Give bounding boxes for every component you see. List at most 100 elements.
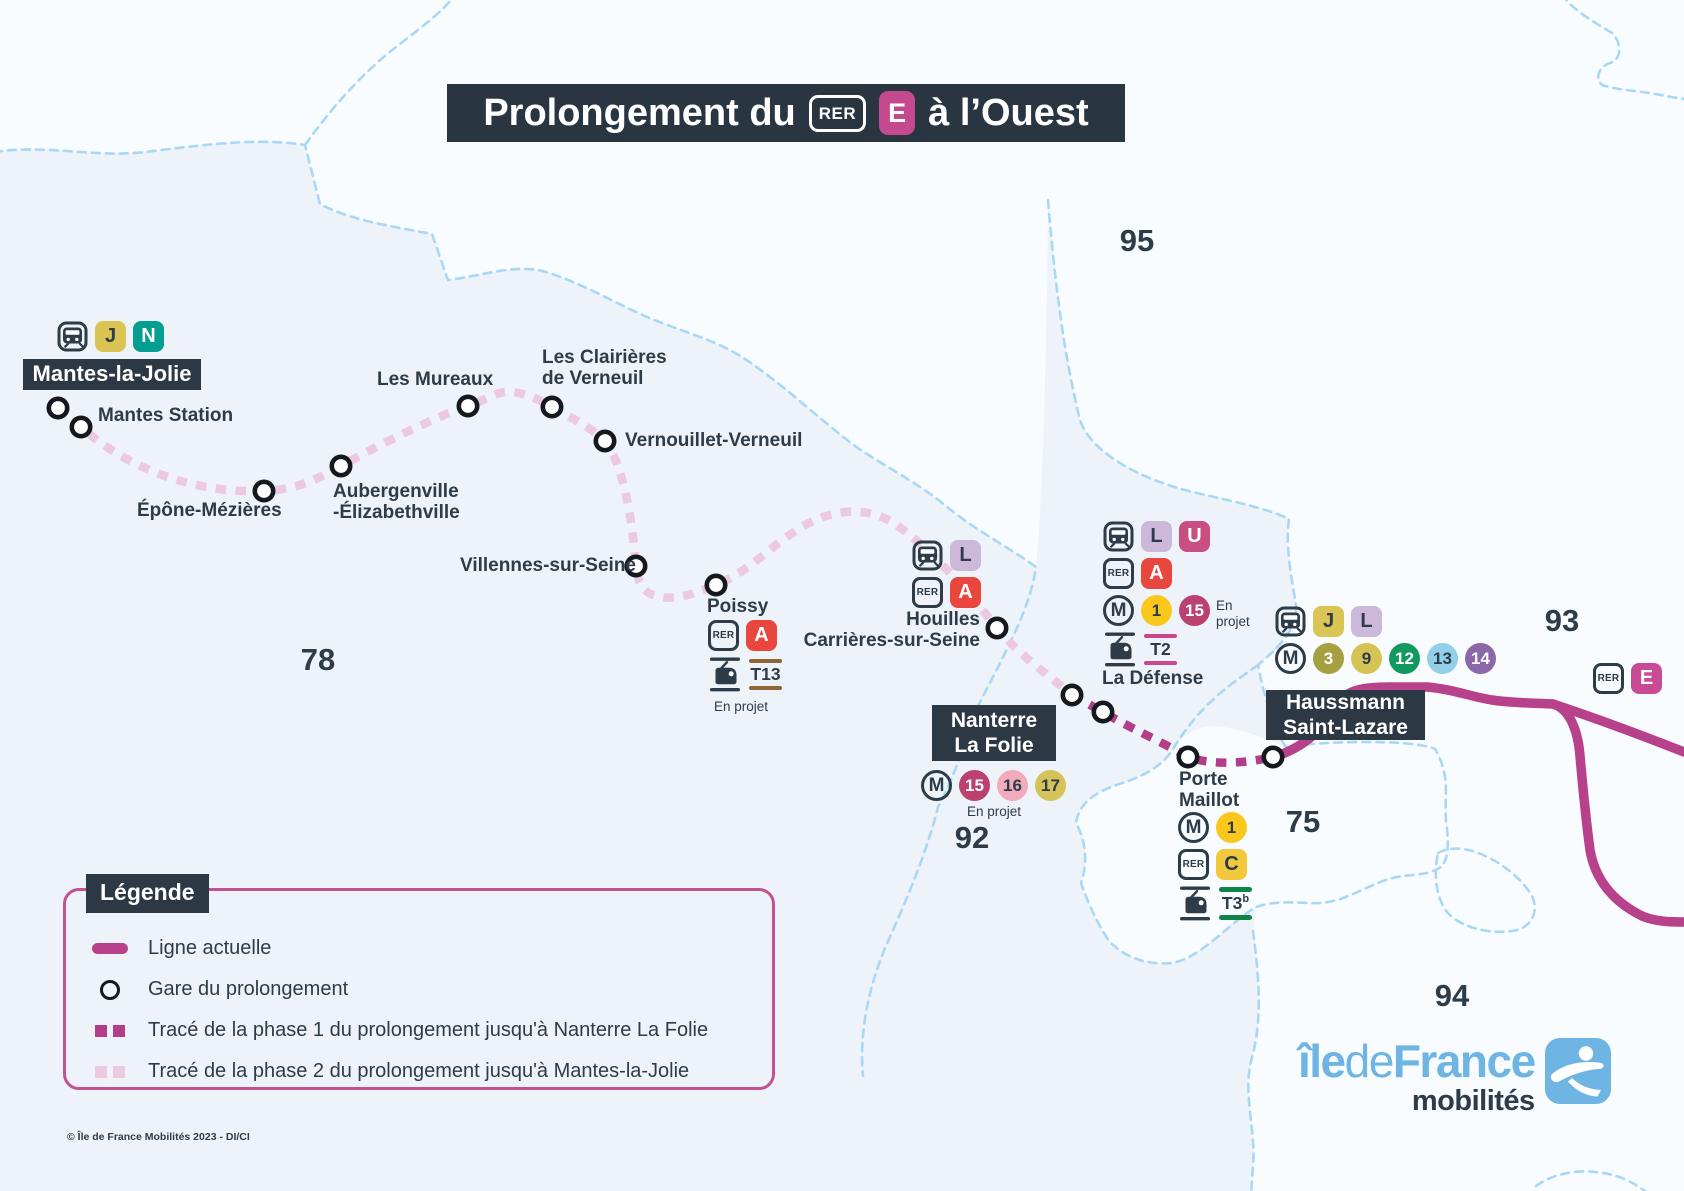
train-icon [57, 321, 88, 352]
phase2-dash-icon [95, 1065, 107, 1078]
label-line: Poissy [707, 596, 769, 617]
tram-line-bar [1219, 915, 1252, 920]
logo-de: de [1344, 1035, 1395, 1087]
metro-line-badge-15: 15 [959, 770, 990, 801]
station-marker [1091, 700, 1115, 724]
station-label: Villennes-sur-Seine [460, 555, 636, 576]
tram-line-sup: b [1242, 893, 1250, 906]
station-label: Les Mureaux [377, 369, 493, 390]
box-line: Haussmann [1285, 690, 1406, 714]
label-line: Les Clairières [542, 347, 667, 368]
phase2-dash-icon [113, 1065, 125, 1078]
train-icon [1103, 521, 1134, 552]
border-bottom-right [1534, 1170, 1647, 1191]
phase2-swatch [88, 1065, 132, 1078]
logo-figure-icon [1544, 1038, 1611, 1104]
line-badge-L: L [950, 540, 981, 571]
legend-item-phase1: Tracé de la phase 1 du prolongement jusq… [88, 1019, 752, 1042]
station-marker [1060, 683, 1084, 707]
station-marker [46, 396, 70, 420]
station-label: La Défense [1102, 668, 1203, 689]
tram-line-label: T3b [1221, 893, 1250, 914]
station-circle-icon [100, 979, 120, 1000]
badge-row: T13 [708, 657, 782, 692]
metro-line-badge-13: 13 [1427, 643, 1458, 674]
station-marker [704, 573, 728, 597]
border-top-right [1564, 0, 1684, 101]
station-marker [1261, 745, 1285, 769]
station-marker [1176, 745, 1200, 769]
label-line: La Défense [1102, 668, 1204, 689]
rer-e-line-badge: E [879, 91, 916, 135]
title-banner: Prolongement du RER E à l’Ouest [447, 84, 1125, 142]
rer-icon: RER [1593, 663, 1624, 694]
station-marker [252, 479, 276, 503]
rer-icon: RER [1103, 558, 1134, 589]
label-line: Villennes-sur-Seine [460, 555, 636, 576]
region-label-93: 93 [1544, 603, 1580, 638]
mantes-la-jolie-box: Mantes-la-Jolie [23, 359, 201, 390]
legend-item-label: Tracé de la phase 1 du prolongement jusq… [148, 1019, 709, 1041]
line-badge-N: N [133, 321, 164, 352]
tram-icon [708, 657, 742, 692]
badge-row: T3b [1178, 886, 1252, 921]
label-line: Les Mureaux [377, 369, 494, 390]
rer-icon: RER [708, 620, 739, 651]
label-line: Épône-Mézières [137, 500, 282, 521]
copyright-note: © Île de France Mobilités 2023 - DI/CI [67, 1131, 250, 1143]
metro-line-badge-12: 12 [1389, 643, 1420, 674]
logo-france: France [1392, 1035, 1536, 1087]
line-badge-L: L [1351, 606, 1382, 637]
label-line: de Verneuil [542, 368, 644, 390]
station-marker [456, 394, 480, 418]
metro-line-badge-1: 1 [1216, 812, 1247, 843]
border-93-94-blob [1434, 847, 1537, 934]
station-label: Mantes Station [98, 405, 233, 426]
train-icon [1275, 606, 1306, 637]
region-label-92: 92 [954, 820, 990, 855]
line-badge-J: J [95, 321, 126, 352]
region-label-78: 78 [300, 642, 336, 677]
metro-icon: M [1178, 812, 1209, 843]
tram-line-bar [1144, 633, 1177, 639]
legend-item-current-line: Ligne actuelle [88, 937, 752, 960]
logo-ile: île [1298, 1035, 1346, 1087]
tram-line-label: T13 [750, 663, 781, 684]
metro-line-badge-9: 9 [1351, 643, 1382, 674]
metro-line-badge-14: 14 [1465, 643, 1496, 674]
station-marker [624, 554, 648, 578]
legend-title: Légende [86, 874, 209, 913]
label-line: projet [1216, 614, 1250, 630]
line-badge-E: E [1631, 663, 1662, 694]
metro-line-badge-1: 1 [1141, 595, 1172, 626]
metro-icon: M [1275, 643, 1306, 674]
station-marker [593, 429, 617, 453]
border-95-92 [1046, 198, 1298, 667]
label-line: Vernouillet-Verneuil [625, 430, 803, 451]
title-suffix: à l’Ouest [928, 91, 1089, 134]
metro-icon: M [921, 770, 952, 801]
label-line: Maillot [1179, 790, 1240, 812]
box-line: Mantes-la-Jolie [32, 361, 192, 387]
metro-line-badge-15: 15 [1179, 595, 1210, 626]
legend-item-phase2: Tracé de la phase 2 du prolongement jusq… [88, 1060, 752, 1083]
label-line: Porte [1179, 769, 1228, 790]
line-badge-L: L [1141, 521, 1172, 552]
legend-item-label: Gare du prolongement [148, 978, 349, 1000]
line-badge-J: J [1313, 606, 1344, 637]
label-line: Mantes Station [98, 405, 234, 426]
tram-line-bar [749, 658, 782, 664]
region-fill-paris [1076, 726, 1448, 964]
